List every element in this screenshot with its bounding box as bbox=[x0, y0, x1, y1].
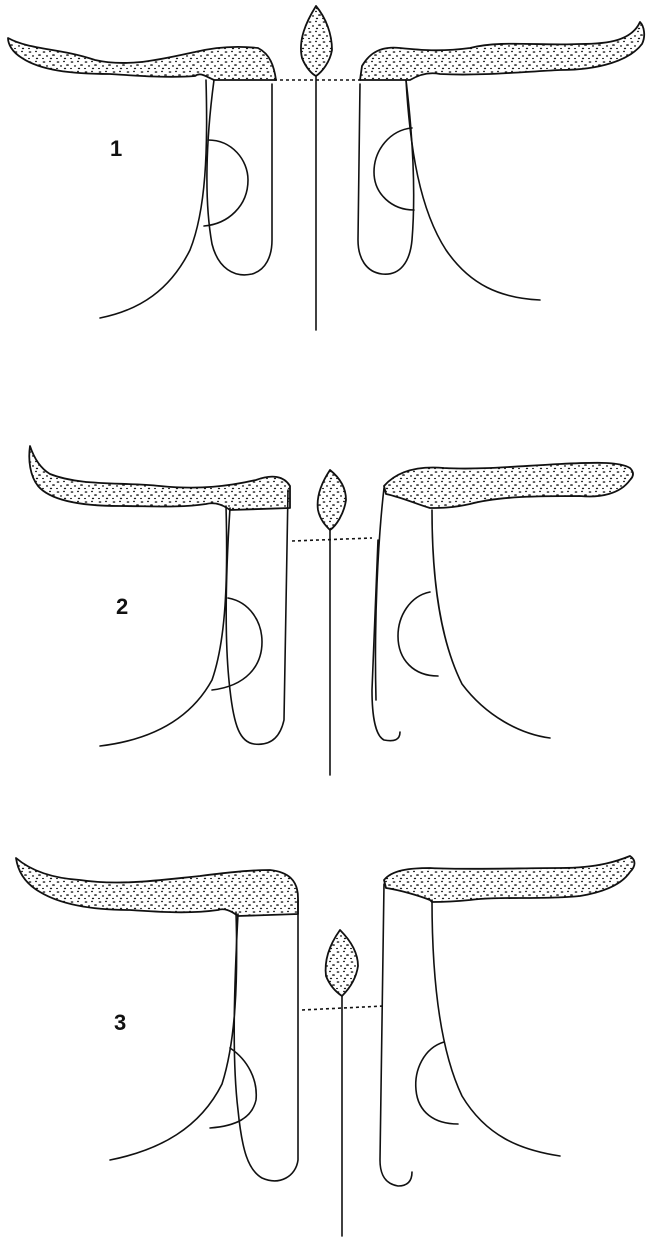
crista-galli bbox=[326, 930, 358, 996]
right-bone-shelf bbox=[360, 22, 644, 80]
right-orbit-curve bbox=[406, 80, 540, 300]
cribriform-plate-line bbox=[302, 1006, 384, 1010]
left-orbit-curve bbox=[110, 912, 237, 1160]
right-ethmoid-bulla bbox=[398, 592, 438, 676]
right-ethmoid-bulla bbox=[374, 128, 414, 210]
left-middle-turbinate bbox=[226, 490, 288, 744]
left-orbit-curve bbox=[100, 506, 227, 746]
right-orbit-curve bbox=[432, 900, 560, 1156]
left-middle-turbinate bbox=[207, 80, 272, 275]
left-orbit-curve bbox=[100, 80, 207, 318]
right-middle-turbinate bbox=[358, 80, 414, 274]
left-ethmoid-bulla bbox=[210, 1048, 256, 1128]
panel-label-1: 1 bbox=[110, 136, 122, 161]
left-bone-shelf bbox=[8, 38, 276, 80]
left-bone-shelf bbox=[16, 858, 298, 916]
right-orbit-curve bbox=[432, 510, 550, 738]
right-bone-shelf bbox=[384, 463, 633, 508]
left-bone-shelf bbox=[29, 446, 290, 510]
crista-galli bbox=[318, 470, 346, 530]
left-ethmoid-bulla bbox=[204, 140, 248, 226]
right-inner-wall bbox=[375, 488, 384, 700]
panel-label-2: 2 bbox=[116, 594, 128, 619]
right-middle-turbinate bbox=[380, 884, 412, 1186]
panel-label-3: 3 bbox=[114, 1010, 126, 1035]
left-middle-turbinate bbox=[234, 900, 298, 1181]
panel-3: 3 bbox=[16, 856, 635, 1236]
panel-1: 1 bbox=[8, 6, 644, 330]
panel-2: 2 bbox=[29, 446, 633, 775]
crista-galli bbox=[301, 6, 332, 76]
left-ethmoid-bulla bbox=[212, 598, 262, 690]
right-bone-shelf bbox=[384, 856, 635, 902]
cribriform-plate-line bbox=[292, 538, 372, 541]
right-ethmoid-bulla bbox=[416, 1042, 458, 1124]
